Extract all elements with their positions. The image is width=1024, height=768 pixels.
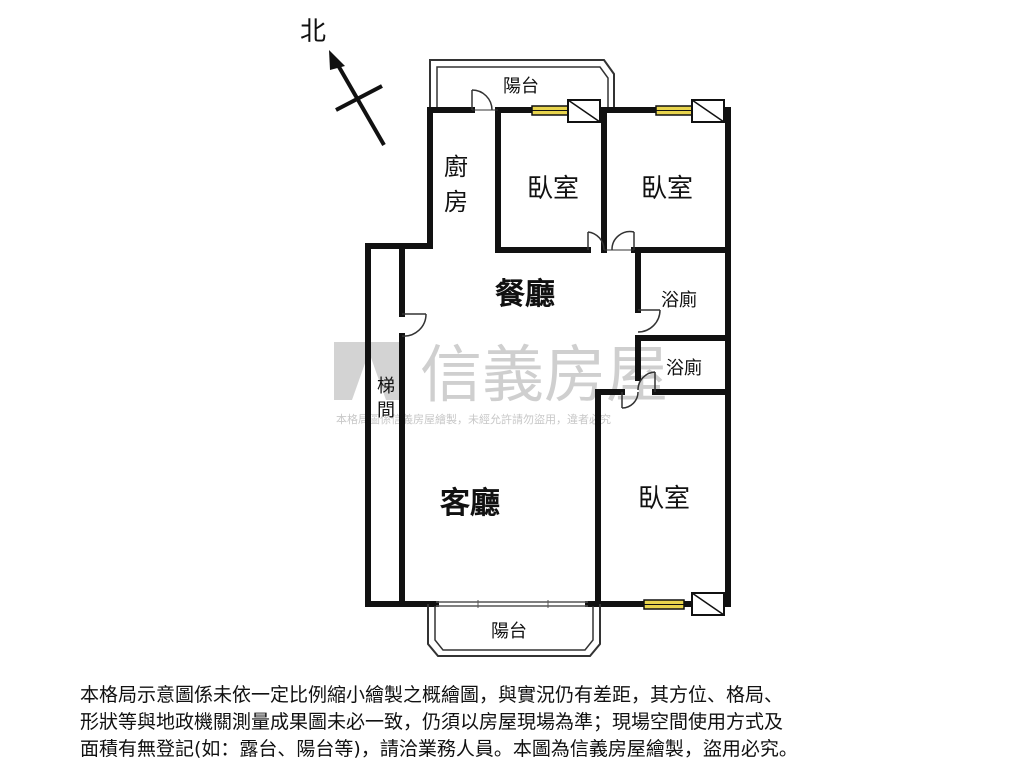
label-bath-1: 浴廁 (661, 289, 697, 311)
top-balcony (429, 59, 615, 110)
label-balcony-bottom: 陽台 (491, 621, 527, 642)
compass-north-label: 北 (300, 17, 326, 47)
sliding-door-living (436, 600, 588, 608)
label-bedroom-2: 臥室 (641, 174, 693, 204)
label-dining: 餐廳 (495, 277, 555, 312)
door-stair (401, 313, 427, 337)
label-bedroom-3: 臥室 (638, 484, 690, 514)
disclaimer-line-1: 本格局示意圖係未依一定比例縮小繪製之概繪圖，與實況仍有差距，其方位、格局、 (80, 684, 784, 706)
label-kitchen-2: 房 (444, 188, 468, 216)
window-bedroom-3 (643, 592, 725, 616)
door-bedroom-1 (587, 231, 605, 251)
watermark: 信義房屋 本格局圖係信義房屋繪製，未經允許請勿盜用，違者必究 (334, 338, 668, 426)
label-living: 客廳 (440, 486, 500, 521)
compass: 北 (300, 17, 386, 146)
floor-plan: 信義房屋 本格局圖係信義房屋繪製，未經允許請勿盜用，違者必究 北 (300, 17, 731, 657)
door-bath-1 (637, 309, 661, 333)
label-stair-1: 梯 (377, 376, 395, 397)
disclaimer: 本格局示意圖係未依一定比例縮小繪製之概繪圖，與實況仍有差距，其方位、格局、 形狀… (80, 682, 980, 763)
door-entrance (471, 89, 498, 111)
disclaimer-line-2: 形狀等與地政機關測量成果圖未必一致，仍須以房屋現場為準；現場空間使用方式及 (80, 711, 784, 733)
label-kitchen-1: 廚 (444, 153, 468, 181)
label-balcony-top: 陽台 (503, 76, 539, 97)
door-bedroom-3 (621, 391, 639, 409)
room-labels: 陽台 廚 房 臥室 臥室 餐廳 浴廁 浴廁 梯 間 客廳 臥室 陽台 (377, 76, 702, 642)
door-bedroom-2 (604, 230, 635, 251)
doors (401, 89, 661, 409)
label-stair-2: 間 (377, 400, 395, 421)
door-bath-2 (637, 371, 656, 392)
watermark-brand: 信義房屋 (420, 338, 668, 411)
windows (436, 99, 725, 616)
bottom-balcony (427, 604, 601, 657)
window-bedroom-2 (655, 99, 725, 123)
label-bedroom-1: 臥室 (527, 174, 579, 204)
label-bath-2: 浴廁 (666, 357, 702, 379)
disclaimer-line-3: 面積有無登記(如：露台、陽台等)，請洽業務人員。本圖為信義房屋繪製，盜用必究。 (80, 738, 798, 760)
window-bedroom-1 (531, 99, 601, 123)
north-arrow-icon (329, 50, 386, 146)
